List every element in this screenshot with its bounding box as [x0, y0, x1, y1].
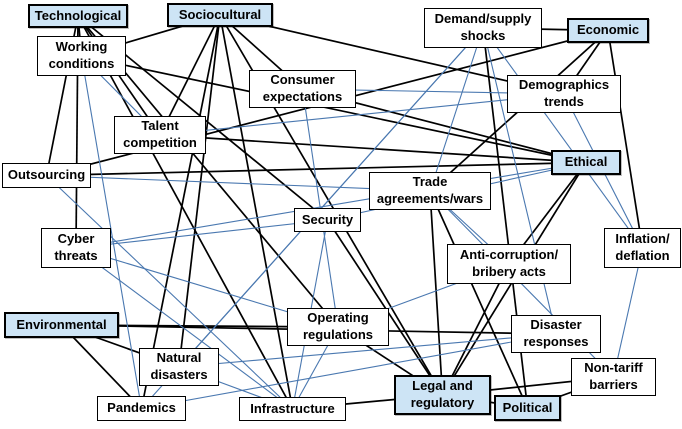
- edge-ethical--cyber-threats: [75, 161, 587, 249]
- edge-sociocultural--talent-competition: [159, 14, 221, 136]
- edge-economic--inflation-deflation: [607, 30, 644, 249]
- node-environmental: Environmental: [4, 312, 119, 338]
- node-legal-and-regulatory: Legal and regulatory: [394, 375, 491, 415]
- node-label-non-tariff-barriers: Non-tariff barriers: [584, 360, 643, 392]
- edge-legal-and-regulatory--anti-corruption-bribery-acts: [441, 263, 510, 396]
- node-label-ethical: Ethical: [564, 154, 608, 170]
- edge-inflation-deflation--non-tariff-barriers: [612, 247, 644, 378]
- edge-cyber-threats--security: [75, 219, 328, 249]
- node-label-anti-corruption-bribery-acts: Anti-corruption/ bribery acts: [459, 247, 559, 279]
- node-label-technological: Technological: [34, 7, 122, 23]
- node-technological: Technological: [28, 4, 128, 28]
- edge-disaster-responses--demand-supply-shocks: [482, 27, 557, 335]
- node-label-operating-regulations: Operating regulations: [302, 310, 374, 342]
- node-infrastructure: Infrastructure: [239, 397, 346, 421]
- node-label-cyber-threats: Cyber threats: [54, 231, 98, 263]
- node-demographics-trends: Demographics trends: [507, 75, 621, 113]
- edge-political--trade-agreements-wars: [429, 190, 529, 409]
- node-label-demographics-trends: Demographics trends: [518, 77, 610, 109]
- edge-technological--infrastructure: [77, 15, 294, 410]
- node-talent-competition: Talent competition: [114, 116, 206, 154]
- node-label-working-conditions: Working conditions: [48, 39, 115, 71]
- node-non-tariff-barriers: Non-tariff barriers: [571, 358, 656, 396]
- edge-outsourcing--trade-agreements-wars: [46, 174, 431, 192]
- node-label-political: Political: [502, 399, 553, 415]
- edge-legal-and-regulatory--trade-agreements-wars: [429, 190, 444, 396]
- edge-natural-disasters--disaster-responses: [178, 333, 557, 368]
- node-label-natural-disasters: Natural disasters: [150, 350, 208, 382]
- node-label-pandemics: Pandemics: [107, 400, 176, 416]
- edge-demographics-trends--talent-competition: [159, 93, 565, 136]
- node-inflation-deflation: Inflation/ deflation: [604, 228, 681, 268]
- node-label-consumer-expectations: Consumer expectations: [262, 72, 343, 104]
- node-label-demand-supply-shocks: Demand/supply shocks: [434, 11, 532, 43]
- node-ethical: Ethical: [551, 150, 621, 175]
- node-label-inflation-deflation: Inflation/ deflation: [615, 231, 670, 263]
- edge-demand-supply-shocks--inflation-deflation: [482, 27, 643, 249]
- edge-outsourcing--infrastructure: [46, 175, 293, 410]
- edge-sociocultural--demographics-trends: [219, 14, 565, 95]
- node-label-outsourcing: Outsourcing: [7, 167, 86, 183]
- node-consumer-expectations: Consumer expectations: [249, 70, 356, 108]
- edge-demand-supply-shocks--trade-agreements-wars: [429, 27, 484, 192]
- node-demand-supply-shocks: Demand/supply shocks: [424, 8, 542, 48]
- node-disaster-responses: Disaster responses: [511, 315, 601, 353]
- edge-cyber-threats--infrastructure: [75, 247, 293, 410]
- node-label-legal-and-regulatory: Legal and regulatory: [410, 378, 475, 410]
- node-cyber-threats: Cyber threats: [41, 228, 111, 268]
- node-label-infrastructure: Infrastructure: [250, 400, 335, 416]
- node-label-economic: Economic: [576, 22, 640, 38]
- edge-pandemics--disaster-responses: [141, 333, 557, 410]
- edge-ethical--outsourcing: [46, 161, 587, 177]
- node-label-environmental: Environmental: [16, 316, 107, 332]
- node-label-security: Security: [301, 211, 354, 227]
- edge-sociocultural--infrastructure: [219, 14, 294, 410]
- node-label-disaster-responses: Disaster responses: [523, 317, 589, 349]
- node-working-conditions: Working conditions: [37, 36, 126, 76]
- node-outsourcing: Outsourcing: [2, 163, 91, 188]
- edge-legal-and-regulatory--security: [326, 219, 444, 396]
- node-trade-agreements-wars: Trade agreements/wars: [369, 172, 491, 210]
- node-security: Security: [294, 208, 361, 232]
- edge-demand-supply-shocks--natural-disasters: [178, 27, 484, 368]
- node-operating-regulations: Operating regulations: [287, 308, 389, 346]
- node-economic: Economic: [567, 18, 649, 43]
- node-political: Political: [494, 395, 561, 421]
- node-natural-disasters: Natural disasters: [139, 348, 219, 386]
- node-pandemics: Pandemics: [97, 396, 186, 421]
- edge-pandemics--working-conditions: [80, 55, 143, 409]
- node-label-sociocultural: Sociocultural: [178, 6, 262, 22]
- edge-sociocultural--pandemics: [140, 14, 221, 409]
- edge-environmental--pandemics: [60, 324, 143, 410]
- node-label-talent-competition: Talent competition: [123, 118, 197, 150]
- edge-ethical--working-conditions: [81, 55, 587, 164]
- edge-ethical--talent-competition: [159, 134, 587, 164]
- node-label-trade-agreements-wars: Trade agreements/wars: [376, 174, 484, 206]
- node-sociocultural: Sociocultural: [167, 3, 273, 27]
- node-anti-corruption-bribery-acts: Anti-corruption/ bribery acts: [447, 244, 571, 284]
